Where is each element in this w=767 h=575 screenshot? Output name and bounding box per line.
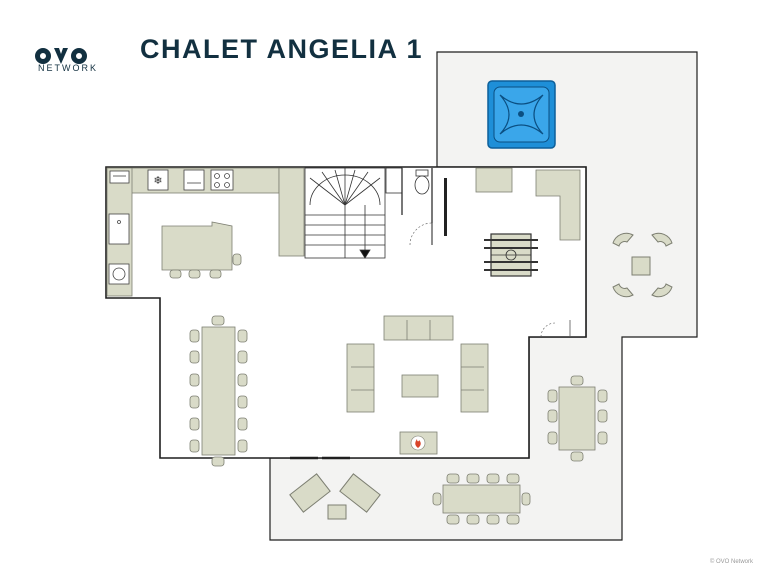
foosball-table-icon bbox=[484, 233, 538, 277]
kitchen-island bbox=[161, 221, 233, 271]
brand-wordmark: NETWORK bbox=[38, 63, 98, 73]
microwave-icon bbox=[183, 169, 205, 191]
toilet-icon bbox=[385, 167, 430, 195]
svg-text:❄: ❄ bbox=[153, 175, 162, 187]
hot-tub-icon bbox=[487, 80, 556, 149]
dining-table-terrace bbox=[442, 484, 521, 514]
sideboard bbox=[475, 167, 513, 193]
oven-icon bbox=[109, 170, 130, 184]
corner-sofa bbox=[535, 169, 581, 241]
copyright: © OVO Network bbox=[709, 559, 753, 565]
dining-chairs-terrace bbox=[432, 473, 531, 525]
bar-stools bbox=[169, 253, 242, 279]
fireplace-icon bbox=[399, 431, 438, 455]
tv-unit bbox=[444, 178, 447, 236]
staircase-icon bbox=[304, 167, 386, 259]
dining-chairs-east bbox=[547, 375, 608, 462]
coffee-table bbox=[401, 374, 439, 398]
ovo-logo-icon bbox=[35, 48, 87, 64]
fridge-icon: ❄ bbox=[147, 169, 169, 191]
lounge-set-east bbox=[612, 232, 673, 298]
dining-table-east bbox=[558, 386, 596, 451]
cooktop-icon bbox=[210, 169, 234, 191]
sink-icon bbox=[108, 213, 130, 245]
dining-chairs-west bbox=[189, 315, 248, 467]
dining-table-west bbox=[201, 326, 236, 456]
living-sofas bbox=[346, 315, 489, 413]
washer-icon bbox=[108, 263, 130, 285]
plan-title: CHALET ANGELIA 1 bbox=[140, 34, 424, 64]
lounge-set-south bbox=[289, 473, 381, 520]
